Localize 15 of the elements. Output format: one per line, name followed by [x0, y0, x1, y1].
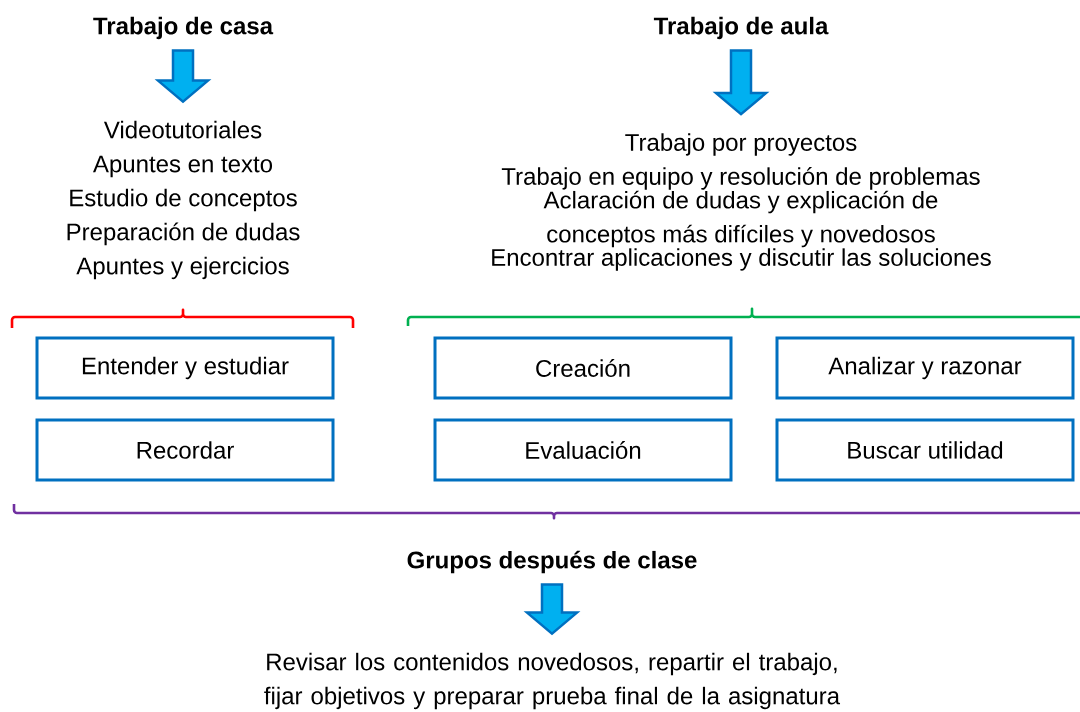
skill-box: Analizar y razonar: [775, 336, 1075, 400]
text-list: Trabajo por proyectos Trabajo en equipo y resolución de problemas Aclaración de dudas y explicación de conceptos más difíciles y novedosos Encontrar aplicaciones y discutir las soluciones: [492, 133, 991, 271]
skill-box: Entender y estudiar: [35, 336, 335, 400]
heading: Trabajo de aula: [653, 16, 829, 40]
skill-box: Buscar utilidad: [775, 418, 1075, 482]
skill-box: Evaluación: [433, 418, 733, 482]
skill-box: Recordar: [35, 418, 335, 482]
heading: Trabajo de casa: [93, 16, 274, 40]
block-arrow: [523, 583, 581, 636]
skill-box: Creación: [433, 336, 733, 400]
text-list: Videotutoriales Apuntes en texto Estudio de conceptos Preparación de dudas Apuntes y ejercicios: [67, 120, 300, 280]
description-text: Revisar los contenidos novedosos, repartir el trabajo, fijar objetivos y preparar prueba final de la asignatura: [264, 652, 841, 710]
heading: Grupos después de clase: [407, 550, 697, 574]
block-arrow: [154, 49, 212, 104]
block-arrow: [712, 49, 770, 116]
